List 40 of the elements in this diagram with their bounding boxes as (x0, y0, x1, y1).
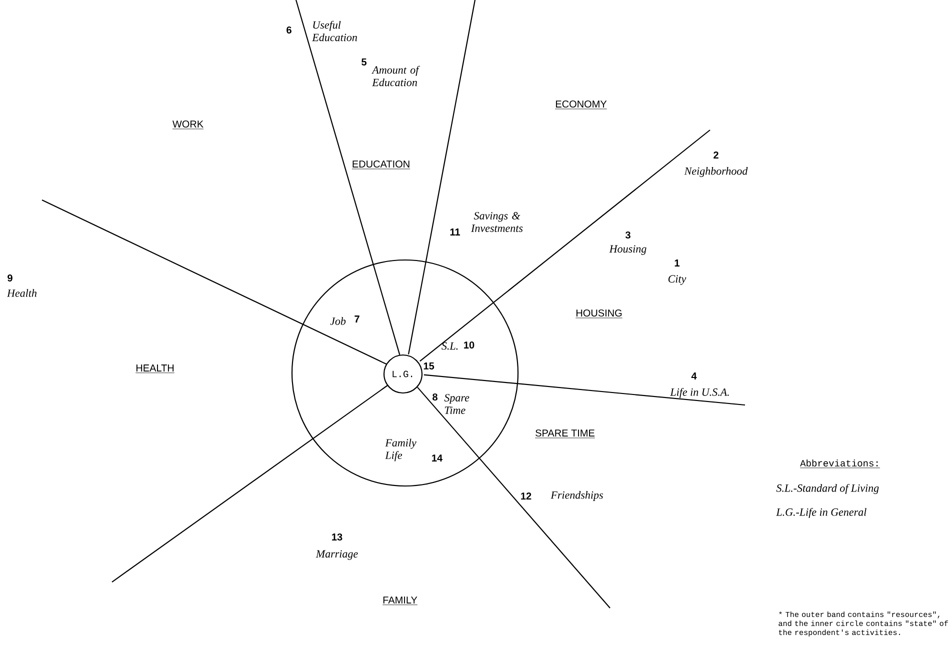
item-text: Amount of Education (372, 66, 420, 86)
item-text: Job (330, 317, 346, 325)
category-heading: HEALTH (135, 364, 175, 374)
callout-number: 15 (424, 362, 434, 370)
item-text: Useful Education (312, 20, 357, 42)
callout-number: 13 (332, 533, 342, 541)
item-text: Marriage (316, 550, 358, 560)
callout-number: 9 (8, 274, 12, 282)
item-text: S.L. (442, 342, 458, 350)
abbreviation-text: S.L.-Standard of Living (776, 484, 879, 494)
category-heading: SPARE TIME (534, 429, 596, 438)
item-text: Neighborhood (684, 167, 748, 177)
callout-number: 5 (362, 58, 366, 66)
callout-number: 1 (674, 260, 680, 266)
callout-number: 10 (464, 341, 474, 349)
item-text: Friendships (550, 491, 603, 501)
item-text: Health (6, 289, 36, 297)
callout-number: 4 (691, 372, 697, 380)
item-text: City (668, 275, 686, 285)
category-heading: HOUSING (575, 309, 623, 318)
item-text: Life in U.S.A. (670, 388, 729, 398)
abbreviation-text: L.G.-Life in General (776, 508, 866, 518)
item-text: Housing (609, 245, 646, 255)
callout-number: 14 (432, 454, 442, 462)
callout-number: 2 (714, 152, 718, 158)
callout-number: 11 (450, 228, 460, 236)
category-heading: ECONOMY (554, 100, 608, 110)
callout-number: 6 (286, 26, 292, 34)
category-heading: EDUCATION (352, 160, 410, 170)
item-text: Family Life (385, 438, 416, 462)
callout-number: 12 (521, 492, 532, 500)
callout-number: 7 (354, 316, 360, 322)
category-heading: FAMILY (382, 596, 418, 606)
item-text: Savings & Investments (471, 212, 523, 232)
category-heading: WORK (172, 120, 204, 130)
legend-heading: Abbreviations: (800, 460, 880, 468)
item-text: Spare Time (444, 394, 470, 414)
outer-circle (291, 259, 519, 487)
callout-number: 8 (432, 393, 438, 401)
callout-number: 3 (625, 231, 630, 239)
